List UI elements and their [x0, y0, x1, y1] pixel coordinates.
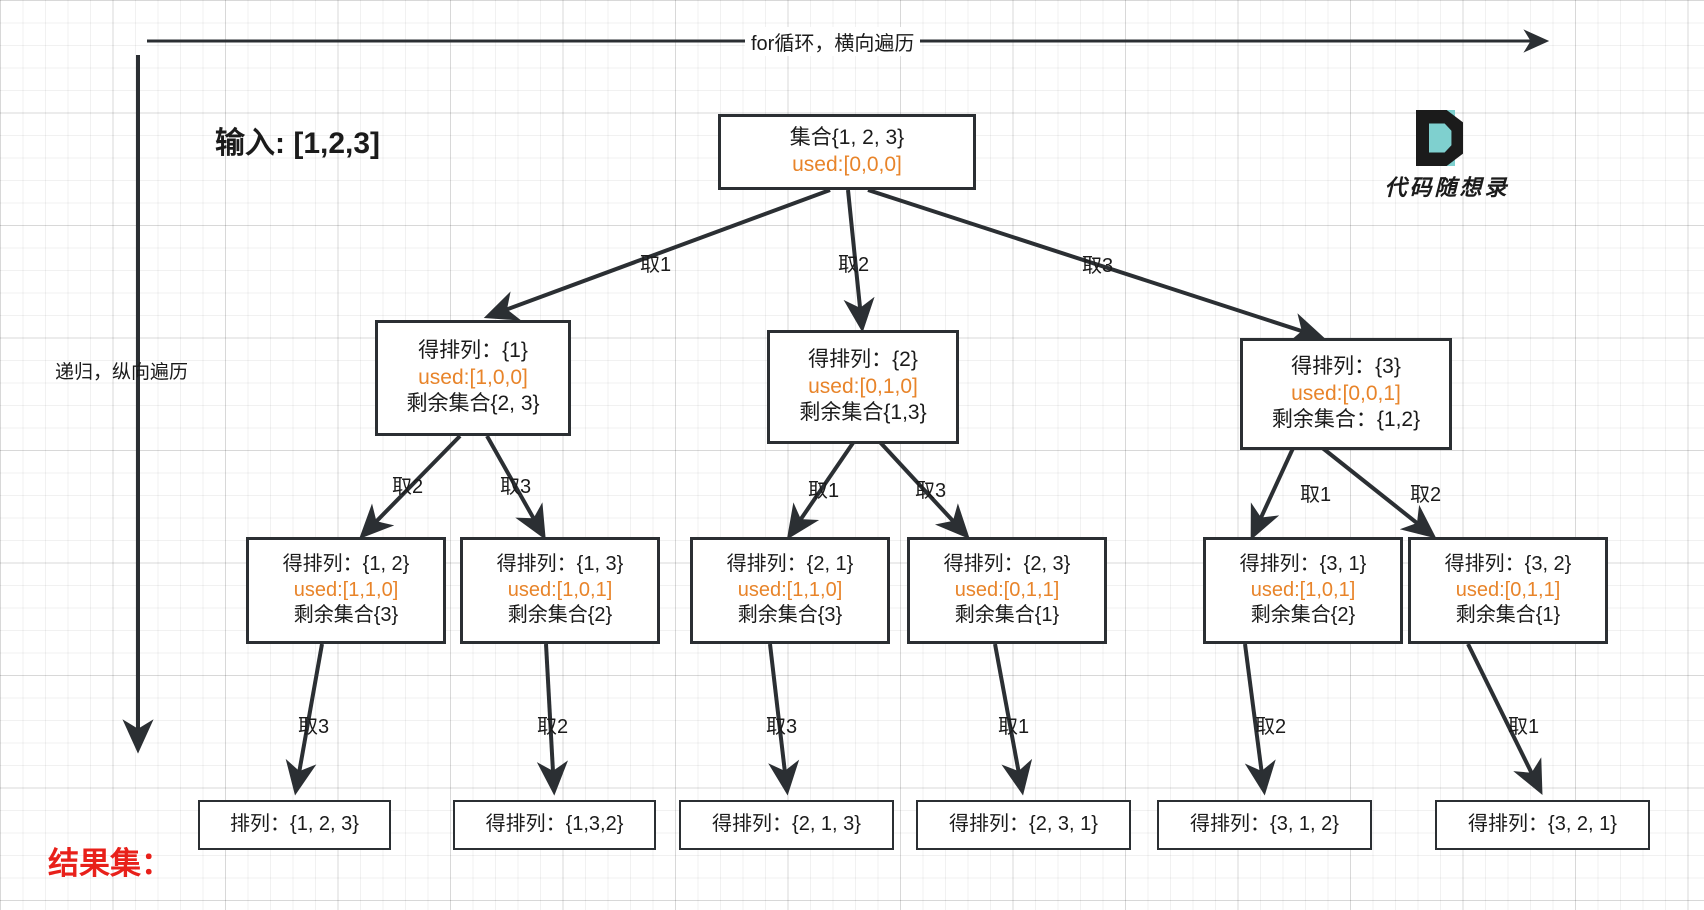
node-line-remaining: 剩余集合{1} — [1455, 604, 1561, 627]
node-line-remaining: 剩余集合：{1,2} — [1271, 408, 1421, 432]
node-line-used: used:[0,1,1] — [1455, 578, 1561, 601]
node-line-perm: 得排列：{2, 1} — [726, 553, 854, 576]
edge-label-root-1: 取2 — [838, 254, 870, 276]
edge-label-leaf-0: 取3 — [298, 716, 330, 738]
result-set-label: 结果集： — [48, 846, 172, 881]
edge-l1-0-to-l2-1 — [485, 435, 546, 540]
node-line-set: 集合{1, 2, 3} — [789, 126, 905, 150]
node-line-perm: 得排列：{3, 1} — [1239, 553, 1367, 576]
node-line-used: used:[0,0,1] — [1291, 381, 1401, 405]
edge-l1-1-to-l2-3 — [876, 438, 970, 540]
tree-node-l1-1[interactable]: 得排列：{2} used:[0,1,0] 剩余集合{1,3} — [767, 330, 959, 444]
node-line-used: used:[0,0,0] — [792, 153, 902, 176]
tree-node-l2-3[interactable]: 得排列：{2, 3} used:[0,1,1] 剩余集合{1} — [907, 537, 1107, 644]
horizontal-axis-label: for循环，横向遍历 — [745, 27, 921, 56]
edge-label-leaf-4: 取2 — [1255, 716, 1287, 738]
edge-l2-2-to-leaf-2 — [768, 643, 800, 796]
edge-label-root-0: 取1 — [640, 254, 672, 276]
tree-node-l2-5[interactable]: 得排列：{3, 2} used:[0,1,1] 剩余集合{1} — [1408, 537, 1608, 644]
node-line-remaining: 剩余集合{2} — [507, 604, 613, 627]
edge-label-leaf-2: 取3 — [766, 716, 798, 738]
node-line-remaining: 剩余集合{2} — [1250, 604, 1356, 627]
node-line-perm: 得排列：{3} — [1291, 354, 1401, 378]
node-line-perm: 得排列：{1, 3} — [496, 553, 624, 576]
node-line-perm: 得排列：{3, 2} — [1444, 553, 1572, 576]
edge-l2-3-to-leaf-3 — [993, 643, 1033, 796]
edge-root-to-l1-1 — [843, 189, 875, 333]
tree-node-l2-2[interactable]: 得排列：{2, 1} used:[1,1,0] 剩余集合{3} — [690, 537, 890, 644]
leaf-label: 得排列：{2, 1, 3} — [712, 813, 861, 836]
edge-l2-5-to-leaf-5 — [1466, 643, 1543, 796]
edge-l2-1-to-leaf-1 — [536, 643, 569, 796]
tree-node-leaf-3[interactable]: 得排列：{2, 3, 1} — [916, 800, 1131, 850]
tree-node-leaf-4[interactable]: 得排列：{3, 1, 2} — [1157, 800, 1372, 850]
node-line-remaining: 剩余集合{2, 3} — [406, 392, 540, 416]
brand-logo: 代码随想录 — [1357, 110, 1537, 201]
edge-label-leaf-5: 取1 — [1508, 716, 1540, 738]
node-line-perm: 得排列：{2} — [808, 347, 918, 371]
edge-label-leaf-3: 取1 — [998, 716, 1030, 738]
d-logo-icon — [1410, 110, 1484, 166]
edge-label-l1-1-b: 取3 — [915, 480, 947, 502]
leaf-label: 得排列：{3, 1, 2} — [1190, 813, 1339, 836]
tree-node-leaf-2[interactable]: 得排列：{2, 1, 3} — [679, 800, 894, 850]
edge-label-root-2: 取3 — [1082, 255, 1114, 277]
leaf-label: 排列：{1, 2, 3} — [230, 813, 359, 836]
edge-l1-1-to-l2-2 — [786, 438, 857, 540]
node-line-perm: 得排列：{1} — [418, 338, 528, 362]
node-line-used: used:[1,1,0] — [737, 578, 843, 601]
edge-l1-2-to-l2-4 — [1250, 445, 1296, 541]
tree-node-leaf-5[interactable]: 得排列：{3, 2, 1} — [1435, 800, 1650, 850]
edge-root-to-l1-0 — [483, 188, 831, 321]
node-line-perm: 得排列：{1, 2} — [282, 553, 410, 576]
tree-node-l1-0[interactable]: 得排列：{1} used:[1,0,0] 剩余集合{2, 3} — [375, 320, 571, 436]
tree-node-leaf-1[interactable]: 得排列：{1,3,2} — [453, 800, 656, 850]
node-line-used: used:[1,0,0] — [418, 365, 528, 389]
edge-label-l1-0-b: 取3 — [500, 476, 532, 498]
tree-node-l1-2[interactable]: 得排列：{3} used:[0,0,1] 剩余集合：{1,2} — [1240, 338, 1452, 450]
node-line-used: used:[1,0,1] — [507, 578, 613, 601]
edge-label-l1-2-b: 取2 — [1410, 484, 1442, 506]
edge-l2-4-to-leaf-4 — [1243, 643, 1276, 796]
node-line-used: used:[0,1,1] — [954, 578, 1060, 601]
leaf-label: 得排列：{3, 2, 1} — [1468, 813, 1617, 836]
tree-node-l2-1[interactable]: 得排列：{1, 3} used:[1,0,1] 剩余集合{2} — [460, 537, 660, 644]
vertical-axis-label: 递归，纵向遍历 — [55, 362, 189, 383]
node-line-remaining: 剩余集合{1,3} — [799, 401, 927, 425]
edge-l2-0-to-leaf-0 — [285, 643, 324, 796]
leaf-label: 得排列：{1,3,2} — [485, 813, 624, 836]
brand-caption: 代码随想录 — [1384, 175, 1510, 201]
node-line-used: used:[0,1,0] — [808, 374, 918, 398]
edge-l1-2-to-l2-5 — [1318, 444, 1437, 539]
edge-l1-0-to-l2-0 — [359, 434, 462, 539]
node-line-remaining: 剩余集合{3} — [737, 604, 843, 627]
edge-label-l1-1-a: 取1 — [808, 480, 840, 502]
node-line-remaining: 剩余集合{3} — [293, 604, 399, 627]
node-line-used: used:[1,0,1] — [1250, 578, 1356, 601]
tree-node-l2-0[interactable]: 得排列：{1, 2} used:[1,1,0] 剩余集合{3} — [246, 537, 446, 644]
node-line-remaining: 剩余集合{1} — [954, 604, 1060, 627]
edge-label-l1-2-a: 取1 — [1300, 484, 1332, 506]
tree-node-l2-4[interactable]: 得排列：{3, 1} used:[1,0,1] 剩余集合{2} — [1203, 537, 1403, 644]
tree-node-leaf-0[interactable]: 排列：{1, 2, 3} — [198, 800, 391, 850]
edge-label-leaf-1: 取2 — [537, 716, 569, 738]
tree-node-root[interactable]: 集合{1, 2, 3} used:[0,0,0] — [718, 114, 976, 190]
edge-label-l1-0-a: 取2 — [392, 476, 424, 498]
leaf-label: 得排列：{2, 3, 1} — [949, 813, 1098, 836]
edge-root-to-l1-2 — [867, 188, 1326, 343]
node-line-used: used:[1,1,0] — [293, 578, 399, 601]
input-label: 输入: [1,2,3] — [215, 127, 381, 160]
node-line-perm: 得排列：{2, 3} — [943, 553, 1071, 576]
